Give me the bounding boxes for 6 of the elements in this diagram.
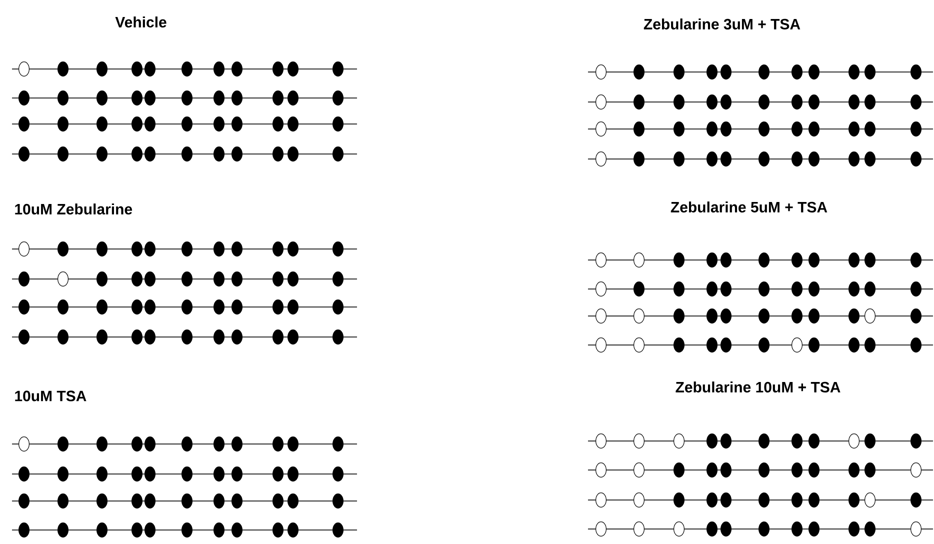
panel-title: Vehicle bbox=[115, 16, 166, 28]
panel-title: 10uM Zebularine bbox=[15, 204, 132, 214]
panel-title: 10uM TSA bbox=[15, 390, 86, 402]
panel-title: Zebularine 10uM + TSA bbox=[676, 382, 840, 392]
panel-title: Zebularine 3uM + TSA bbox=[644, 18, 800, 30]
panel-title: Zebularine 5uM + TSA bbox=[670, 202, 828, 212]
